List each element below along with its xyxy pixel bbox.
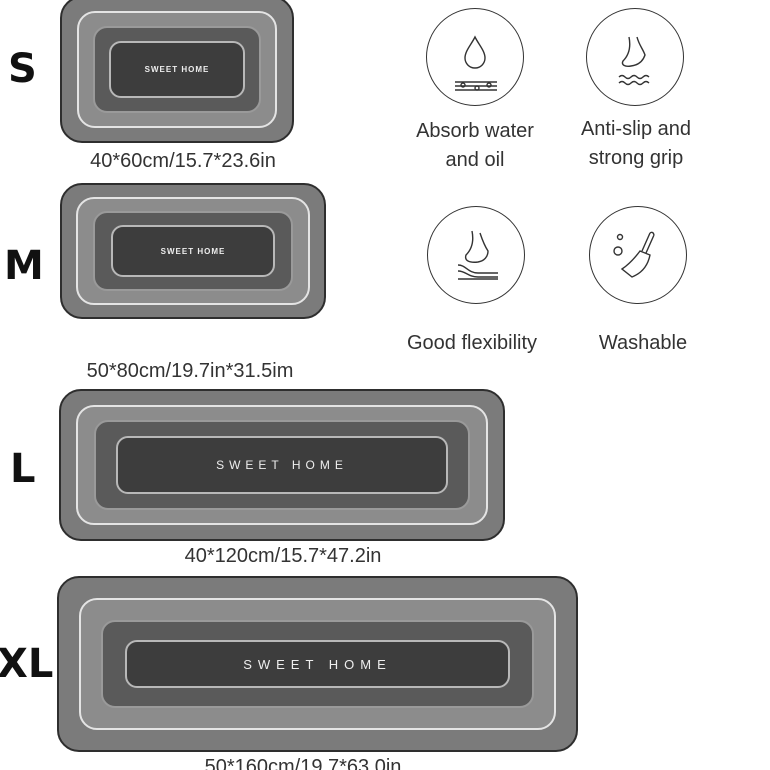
size-dimensions-l: 40*120cm/15.7*47.2in [184, 545, 382, 567]
feature-washable: Washable [598, 332, 688, 354]
feature-label-line: and oil [445, 149, 505, 171]
feature-flexibility: Good flexibility [406, 332, 538, 354]
mat-text: SWEET HOME [111, 225, 275, 277]
size-dimensions-s: 40*60cm/15.7*23.6in [90, 150, 276, 172]
foot-anti-slip-icon [586, 8, 684, 106]
foot-flex-icon [427, 206, 525, 304]
feature-label-line: Absorb water [416, 120, 534, 142]
feature-absorb: Absorb water and oil [395, 117, 555, 175]
size-dimensions-xl: 50*160cm/19.7*63.0in [204, 756, 402, 770]
water-drop-icon [426, 8, 524, 106]
mat-l: SWEET HOME [59, 389, 505, 541]
size-label-s: S [8, 46, 37, 92]
mat-s: SWEET HOME [60, 0, 294, 143]
mat-xl: SWEET HOME [57, 576, 578, 752]
mat-text: SWEET HOME [125, 640, 510, 688]
feature-label-line: Anti-slip and [580, 118, 692, 140]
mat-text: SWEET HOME [116, 436, 448, 494]
size-label-xl: XL [0, 641, 54, 687]
feature-label-line: strong grip [588, 147, 684, 169]
mat-text: SWEET HOME [109, 41, 245, 98]
size-dimensions-m: 50*80cm/19.7in*31.5im [86, 360, 294, 382]
size-label-m: M [4, 243, 44, 289]
feature-anti-slip: Anti-slip and strong grip [556, 115, 716, 173]
mat-m: SWEET HOME [60, 183, 326, 319]
size-label-l: L [10, 446, 36, 492]
brush-icon [589, 206, 687, 304]
